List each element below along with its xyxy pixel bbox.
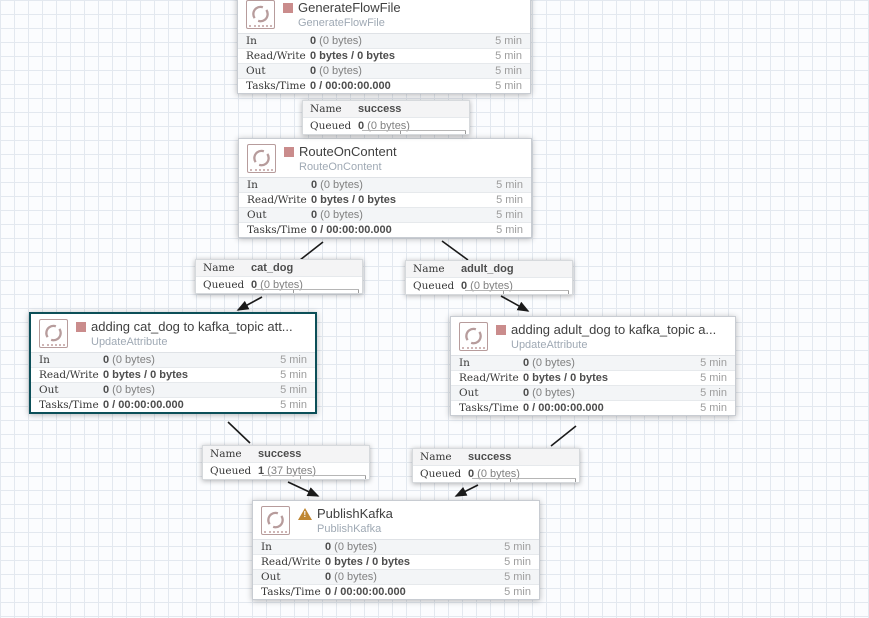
connection-arrow[interactable] (287, 481, 320, 497)
processor-header: PublishKafka PublishKafka (253, 501, 539, 539)
stopped-status-icon (283, 2, 293, 13)
queue-capacity-bar (472, 478, 576, 482)
processor-publishkafka[interactable]: PublishKafka PublishKafka In0 (0 bytes)5… (252, 500, 540, 600)
processor-header: GenerateFlowFile GenerateFlowFile (238, 0, 530, 33)
processor-header: adding adult_dog to kafka_topic a... Upd… (451, 317, 735, 355)
processor-title: RouteOnContent (299, 144, 397, 159)
processor-stamp-icon (261, 506, 290, 535)
connection-name-key: Name (210, 448, 242, 460)
queue-capacity-bar (465, 290, 569, 294)
connection-name-value: success (358, 103, 402, 115)
connection-name-key: Name (203, 262, 235, 274)
connection-queued-key: Queued (210, 465, 252, 477)
stopped-status-icon (76, 321, 86, 332)
connection-line[interactable] (441, 240, 469, 261)
connection-line[interactable] (550, 425, 577, 447)
connection-queued-key: Queued (203, 279, 245, 291)
processor-header: RouteOnContent RouteOnContent (239, 139, 531, 177)
processor-type: PublishKafka (317, 523, 382, 535)
processor-stamp-icon (247, 144, 276, 173)
processor-title: adding adult_dog to kafka_topic a... (511, 322, 717, 337)
processor-title: adding cat_dog to kafka_topic att... (91, 319, 293, 334)
stopped-status-icon (496, 324, 506, 335)
queue-capacity-bar (262, 475, 366, 479)
connection-name-key: Name (413, 263, 445, 275)
connection-queued-key: Queued (413, 280, 455, 292)
processor-title: PublishKafka (317, 506, 393, 521)
processor-title: GenerateFlowFile (298, 0, 401, 15)
processor-type: RouteOnContent (299, 161, 382, 173)
processor-type: GenerateFlowFile (298, 17, 385, 29)
connection-queued-key: Queued (420, 468, 462, 480)
invalid-warning-icon (298, 507, 312, 520)
processor-stamp-icon (39, 319, 68, 348)
connection-arrow[interactable] (454, 484, 479, 497)
processor-stamp-icon (246, 0, 275, 29)
stopped-status-icon (284, 146, 294, 157)
queue-capacity-bar (255, 289, 359, 293)
connection-name-value: success (468, 451, 512, 463)
connection-arrow[interactable] (500, 295, 530, 312)
connection-line[interactable] (299, 241, 324, 261)
processor-updateattribute-cat-dog[interactable]: adding cat_dog to kafka_topic att... Upd… (29, 312, 317, 414)
processor-type: UpdateAttribute (91, 336, 168, 348)
connection-arrow[interactable] (236, 296, 263, 311)
queue-capacity-bar (362, 130, 466, 134)
connection-name-key: Name (310, 103, 342, 115)
connection-name-key: Name (420, 451, 452, 463)
connection-name-value: success (258, 448, 302, 460)
connection-queued-key: Queued (310, 120, 352, 132)
processor-stamp-icon (459, 322, 488, 351)
connection-line[interactable] (227, 421, 251, 444)
connection-name-value: adult_dog (461, 263, 514, 275)
processor-header: adding cat_dog to kafka_topic att... Upd… (31, 314, 315, 352)
connection-name-value: cat_dog (251, 262, 294, 274)
processor-updateattribute-adult-dog[interactable]: adding adult_dog to kafka_topic a... Upd… (450, 316, 736, 416)
processor-type: UpdateAttribute (511, 339, 588, 351)
